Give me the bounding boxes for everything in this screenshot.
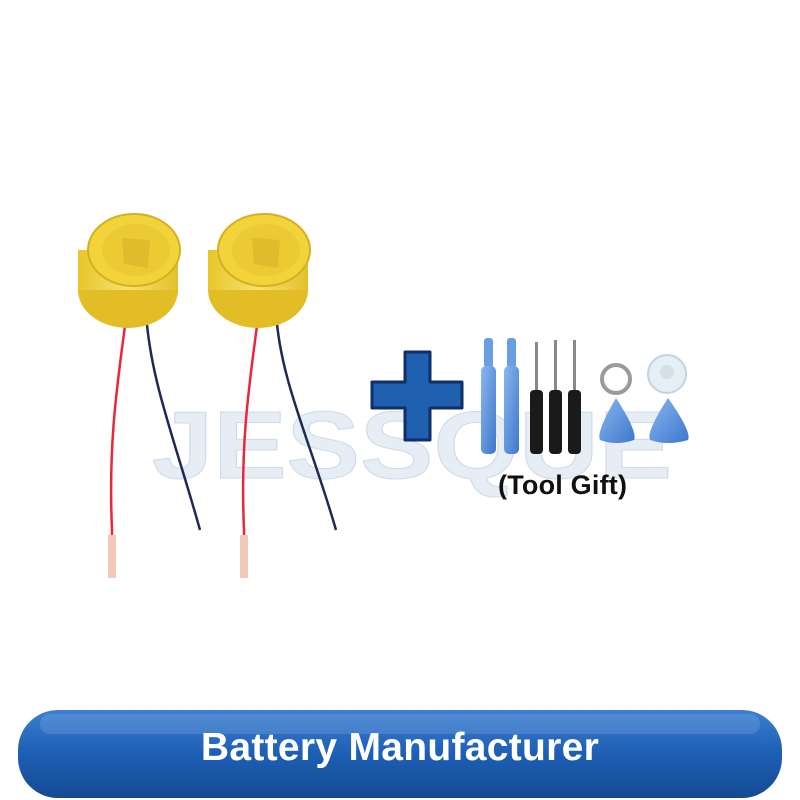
banner bbox=[18, 710, 782, 798]
blue-wire bbox=[274, 311, 338, 531]
tool-gift-label: (Tool Gift) bbox=[498, 470, 628, 500]
battery-2 bbox=[208, 213, 338, 578]
red-wire bbox=[109, 317, 128, 578]
triangle-pick-icon bbox=[599, 398, 635, 443]
pry-bar-icon bbox=[504, 338, 519, 454]
screwdriver-icon bbox=[530, 342, 543, 454]
screwdriver-icon bbox=[549, 340, 562, 454]
banner-title: Battery Manufacturer bbox=[200, 726, 600, 769]
triangle-pick-icon bbox=[649, 398, 689, 443]
wire-tip bbox=[240, 535, 248, 578]
red-wire bbox=[241, 317, 260, 578]
suction-cup-icon bbox=[647, 354, 687, 394]
screwdriver-icon bbox=[568, 340, 581, 454]
tool-set bbox=[481, 338, 689, 454]
key-ring-icon bbox=[600, 363, 632, 395]
wire-tip bbox=[108, 535, 116, 578]
blue-wire bbox=[144, 311, 202, 531]
plus-icon bbox=[370, 350, 464, 442]
battery-1 bbox=[78, 213, 202, 578]
pry-bar-icon bbox=[481, 338, 496, 454]
